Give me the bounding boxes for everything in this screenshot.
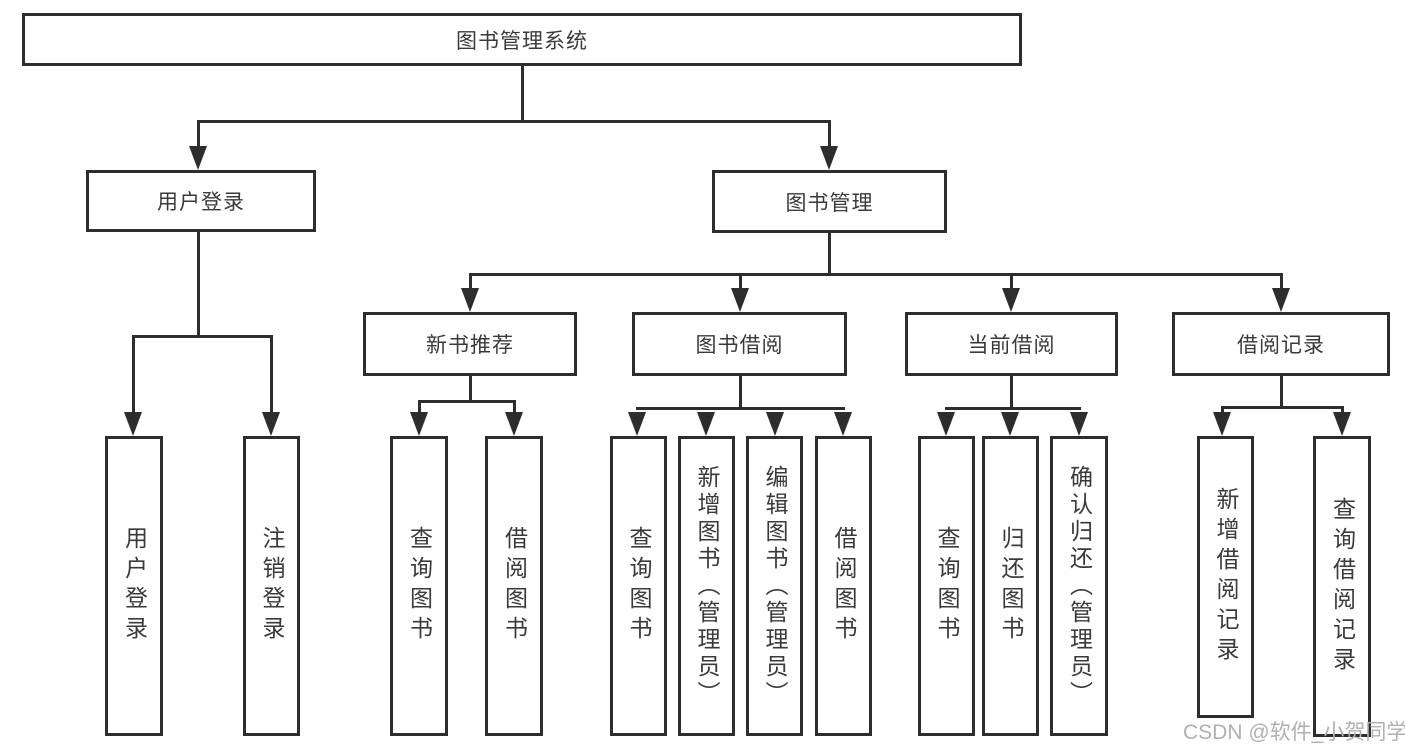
connector-book-borrow-stem xyxy=(739,376,742,409)
leaf-query-books-current-label: 查询图书 xyxy=(934,526,960,646)
leaf-borrow-books-recommend: 借阅图书 xyxy=(485,436,543,736)
node-current-borrow: 当前借阅 xyxy=(905,312,1118,376)
leaf-query-borrow-record: 查询借阅记录 xyxy=(1313,436,1371,737)
arrowhead-current-borrow xyxy=(1002,288,1020,312)
leaf-return-books: 归还图书 xyxy=(982,436,1039,736)
node-book-borrow-label: 图书借阅 xyxy=(695,334,784,357)
connector-level2-split xyxy=(197,120,831,123)
arrowhead-borrow-records xyxy=(1272,288,1290,312)
connector-new-book-split xyxy=(418,400,516,403)
arrowhead-new-book-recommend xyxy=(461,288,479,312)
connector-current-borrow-stem xyxy=(1010,376,1013,409)
leaf-confirm-return-admin-label: 确认归还（管理员） xyxy=(1066,464,1093,708)
leaf-return-books-label: 归还图书 xyxy=(998,526,1024,646)
connector-query-record-drop xyxy=(1341,406,1344,415)
arrowhead-confirm-return xyxy=(1070,412,1088,436)
arrowhead-edit-books xyxy=(766,412,784,436)
leaf-logout: 注销登录 xyxy=(243,436,300,736)
connector-level3-split xyxy=(469,273,1282,276)
connector-current-borrow-split xyxy=(945,407,1081,410)
arrowhead-query-borrow-record xyxy=(1333,412,1351,436)
connector-user-login-stem xyxy=(197,232,200,337)
leaf-borrow-books-borrow: 借阅图书 xyxy=(815,436,872,736)
node-borrow-records-label: 借阅记录 xyxy=(1237,334,1325,357)
connector-leaf-user-login-drop xyxy=(132,335,135,415)
csdn-watermark: CSDN @软件_小贺同学 xyxy=(1183,721,1405,744)
arrowhead-borrow-books-1 xyxy=(505,412,523,436)
leaf-add-borrow-record-label: 新增借阅记录 xyxy=(1213,487,1239,667)
leaf-logout-label: 注销登录 xyxy=(259,526,285,646)
leaf-edit-books-admin-label: 编辑图书（管理员） xyxy=(762,464,788,708)
connector-current-borrow-drop xyxy=(1010,273,1013,291)
arrowhead-query-books-1 xyxy=(410,412,428,436)
arrowhead-user-login xyxy=(189,146,207,170)
connector-book-mgmt-drop xyxy=(828,120,831,148)
leaf-add-borrow-record: 新增借阅记录 xyxy=(1197,436,1254,718)
node-book-management-label: 图书管理 xyxy=(785,191,874,215)
node-book-borrow: 图书借阅 xyxy=(632,312,847,376)
connector-borrow-books-1-drop xyxy=(513,400,516,414)
connector-book-mgmt-stem xyxy=(828,233,831,275)
leaf-query-books-borrow-label: 查询图书 xyxy=(626,526,652,646)
arrowhead-book-mgmt xyxy=(820,146,838,170)
leaf-user-login: 用户登录 xyxy=(105,436,163,736)
connector-root-stem xyxy=(521,66,524,122)
connector-user-login-split xyxy=(132,335,273,338)
connector-new-book-drop xyxy=(469,273,472,291)
leaf-query-books-borrow: 查询图书 xyxy=(610,436,667,736)
connector-book-borrow-drop xyxy=(739,273,742,291)
connector-user-login-drop xyxy=(197,120,200,148)
node-borrow-records: 借阅记录 xyxy=(1172,312,1390,376)
connector-new-book-stem xyxy=(469,376,472,402)
leaf-query-books-recommend: 查询图书 xyxy=(390,436,448,736)
leaf-edit-books-admin: 编辑图书（管理员） xyxy=(746,436,803,736)
connector-leaf-logout-drop xyxy=(270,335,273,415)
node-current-borrow-label: 当前借阅 xyxy=(967,334,1056,357)
arrowhead-add-borrow-record xyxy=(1213,412,1231,436)
arrowhead-leaf-logout xyxy=(262,412,280,436)
leaf-borrow-books-borrow-label: 借阅图书 xyxy=(831,526,857,646)
node-root-library-system: 图书管理系统 xyxy=(22,13,1022,66)
node-user-login: 用户登录 xyxy=(86,170,316,232)
leaf-query-books-recommend-label: 查询图书 xyxy=(406,526,433,646)
node-book-management: 图书管理 xyxy=(712,170,947,233)
node-user-login-label: 用户登录 xyxy=(157,191,245,214)
leaf-add-books-admin-label: 新增图书（管理员） xyxy=(694,464,720,708)
arrowhead-query-books-3 xyxy=(937,412,955,436)
connector-borrow-records-drop xyxy=(1280,273,1283,291)
arrowhead-query-books-2 xyxy=(628,412,646,436)
arrowhead-return-books xyxy=(1001,412,1019,436)
connector-borrow-records-stem xyxy=(1280,376,1283,408)
leaf-query-books-current: 查询图书 xyxy=(918,436,975,736)
leaf-query-borrow-record-label: 查询借阅记录 xyxy=(1329,496,1356,677)
leaf-borrow-books-recommend-label: 借阅图书 xyxy=(501,526,528,646)
leaf-user-login-label: 用户登录 xyxy=(121,526,148,646)
arrowhead-book-borrow xyxy=(731,288,749,312)
leaf-add-books-admin: 新增图书（管理员） xyxy=(678,436,735,736)
connector-add-record-drop xyxy=(1221,406,1224,415)
leaf-confirm-return-admin: 确认归还（管理员） xyxy=(1050,436,1108,736)
connector-query-books-1-drop xyxy=(418,400,421,414)
arrowhead-add-books xyxy=(697,412,715,436)
connector-book-borrow-split xyxy=(636,407,845,410)
node-root-label: 图书管理系统 xyxy=(456,29,588,53)
connector-borrow-records-split xyxy=(1221,406,1344,409)
node-new-book-recommend: 新书推荐 xyxy=(363,312,577,376)
node-new-book-recommend-label: 新书推荐 xyxy=(426,334,514,357)
arrowhead-leaf-user-login xyxy=(124,412,142,436)
arrowhead-borrow-books-2 xyxy=(834,412,852,436)
